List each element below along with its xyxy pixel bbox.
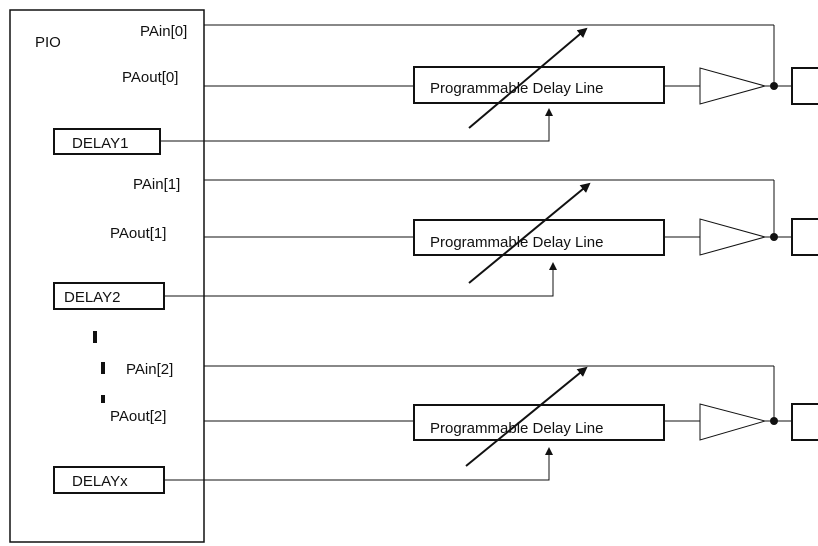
delay-register-label: DELAYx <box>72 473 128 490</box>
paout-label: PAout[1] <box>110 225 166 242</box>
delay-register <box>53 128 161 155</box>
pain-label: PAin[0] <box>140 23 187 40</box>
junction-dot <box>770 233 778 241</box>
delay-register <box>53 466 165 494</box>
junction-dot <box>770 82 778 90</box>
pad-box <box>791 67 818 105</box>
channel-2: PAin[2] PAout[2] Programmable Delay Line… <box>53 361 818 494</box>
delay-register-label: DELAY1 <box>72 135 128 152</box>
delay-line-label: Programmable Delay Line <box>430 420 603 437</box>
channel-0: PAin[0] PAout[0] Programmable Delay Line… <box>53 23 818 155</box>
channel-1: PAin[1] PAout[1] Programmable Delay Line… <box>53 176 818 310</box>
delay-line-box <box>413 66 665 104</box>
variable-delay-arrow <box>468 27 588 129</box>
delay-control-wire <box>164 262 557 297</box>
pio-block <box>9 9 205 543</box>
pain-label: PAin[1] <box>133 176 180 193</box>
paout-label: PAout[2] <box>110 408 166 425</box>
delay-control-wire <box>160 108 553 142</box>
paout-label: PAout[0] <box>122 69 178 86</box>
delay-control-wire <box>164 447 553 481</box>
variable-delay-arrow <box>468 182 591 284</box>
buffer-triangle <box>699 218 767 256</box>
variable-delay-arrow <box>465 366 588 467</box>
pad-box <box>791 218 818 256</box>
junction-dot <box>770 417 778 425</box>
pad-box <box>791 403 818 441</box>
buffer-triangle <box>699 67 767 105</box>
delay-line-box <box>413 404 665 441</box>
pio-title: PIO <box>35 34 61 51</box>
ellipsis-mark <box>93 331 97 343</box>
buffer-triangle <box>699 403 767 441</box>
ellipsis-mark <box>101 395 105 403</box>
delay-register-label: DELAY2 <box>64 289 120 306</box>
pain-label: PAin[2] <box>126 361 173 378</box>
ellipsis-mark <box>101 362 105 374</box>
